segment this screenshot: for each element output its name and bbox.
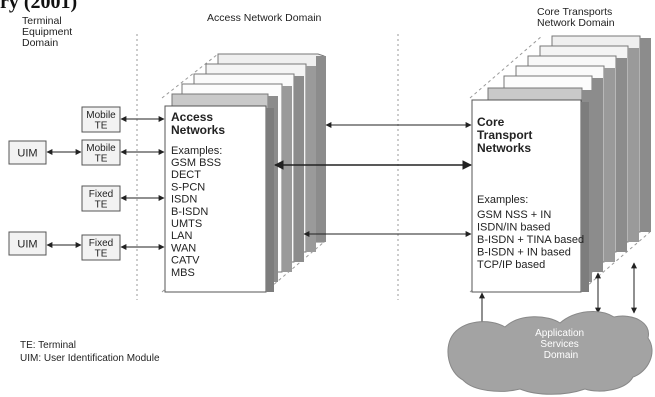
connectors [46, 116, 637, 349]
access-examples-list: GSM BSS DECT S-PCN ISDN B-ISDN UMTS LAN … [171, 157, 224, 279]
access-domain-label: Access Network Domain [207, 12, 322, 24]
legend: TE: Terminal UIM: User Identification Mo… [20, 340, 160, 364]
application-services-cloud [447, 311, 653, 395]
uim-box-top: UIM [8, 140, 47, 165]
core-transport-box [471, 99, 582, 293]
access-networks-box [164, 105, 267, 293]
access-examples-label: Examples: [171, 145, 222, 157]
svg-text:UIM: UIM [17, 239, 37, 251]
uim-box-bottom: UIM [8, 231, 47, 256]
cloud-label: Application Services Domain [535, 328, 587, 361]
core-examples-list: GSM NSS + IN ISDN/IN based B-ISDN + TINA… [477, 209, 587, 271]
svg-text:UIM: UIM [17, 148, 37, 160]
core-examples-label: Examples: [477, 194, 528, 206]
core-transport-stack [469, 35, 651, 293]
top-heading-fragment: ry (2001) [0, 0, 77, 13]
